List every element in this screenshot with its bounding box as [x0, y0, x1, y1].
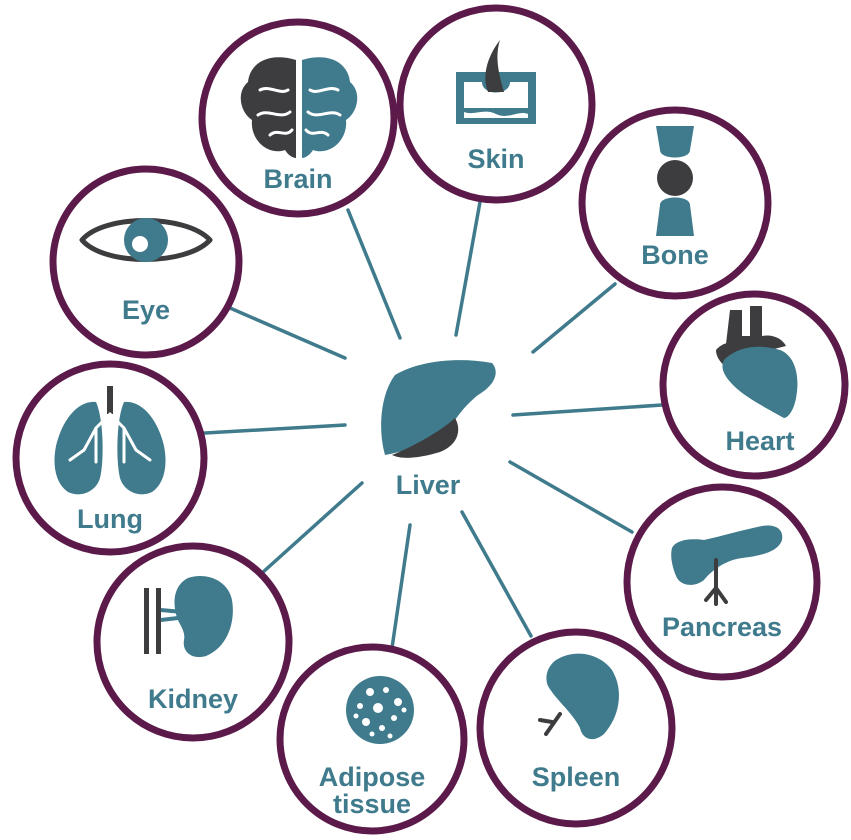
spleen-icon — [538, 653, 619, 740]
organ-node-kidney: Kidney — [93, 542, 293, 742]
eye-icon — [79, 218, 213, 262]
connector-lines — [203, 200, 664, 650]
connector-spleen — [460, 510, 533, 638]
pancreas-label: Pancreas — [662, 612, 782, 642]
skin-label: Skin — [467, 144, 524, 174]
pancreas-icon — [671, 525, 783, 606]
bone-icon — [656, 126, 694, 236]
brain-icon — [240, 57, 358, 158]
connector-bone — [531, 282, 617, 354]
spleen-circle — [476, 628, 676, 828]
connector-brain — [346, 208, 402, 340]
connector-pancreas — [508, 460, 634, 534]
brain-label: Brain — [263, 164, 332, 194]
organ-node-lung: Lung — [12, 360, 208, 556]
adipose-label-line1: Adipose — [319, 762, 426, 792]
lung-circle — [12, 360, 208, 556]
adipose-label-line2: tissue — [333, 789, 411, 819]
connector-lung — [203, 423, 347, 435]
eye-label: Eye — [122, 295, 170, 325]
organ-node-heart: Heart — [659, 290, 849, 480]
organ-node-bone: Bone — [578, 106, 772, 300]
connector-heart — [511, 403, 664, 417]
organ-node-skin: Skin — [396, 4, 596, 204]
bone-label: Bone — [641, 240, 709, 270]
kidney-icon — [144, 576, 233, 658]
pancreas-circle — [623, 483, 821, 681]
liver-label: Liver — [396, 470, 461, 500]
connector-kidney — [260, 481, 364, 575]
organ-node-adipose: Adipose tissue — [276, 643, 468, 835]
spleen-label: Spleen — [532, 762, 621, 792]
organ-node-spleen: Spleen — [476, 628, 676, 828]
liver-node: Liver — [381, 360, 496, 500]
kidney-label: Kidney — [148, 684, 238, 714]
connector-eye — [228, 306, 347, 360]
skin-icon — [456, 40, 536, 124]
liver-icon — [381, 360, 496, 458]
connector-skin — [454, 200, 482, 337]
organ-node-pancreas: Pancreas — [623, 483, 821, 681]
organ-node-eye: Eye — [49, 165, 243, 359]
brain-circle — [198, 18, 398, 218]
lung-label: Lung — [77, 504, 143, 534]
connector-adipose — [390, 523, 412, 650]
lung-icon — [54, 386, 166, 495]
heart-label: Heart — [725, 426, 794, 456]
organ-node-brain: Brain — [198, 18, 398, 218]
heart-icon — [716, 306, 798, 418]
adipose-icon — [346, 676, 414, 744]
